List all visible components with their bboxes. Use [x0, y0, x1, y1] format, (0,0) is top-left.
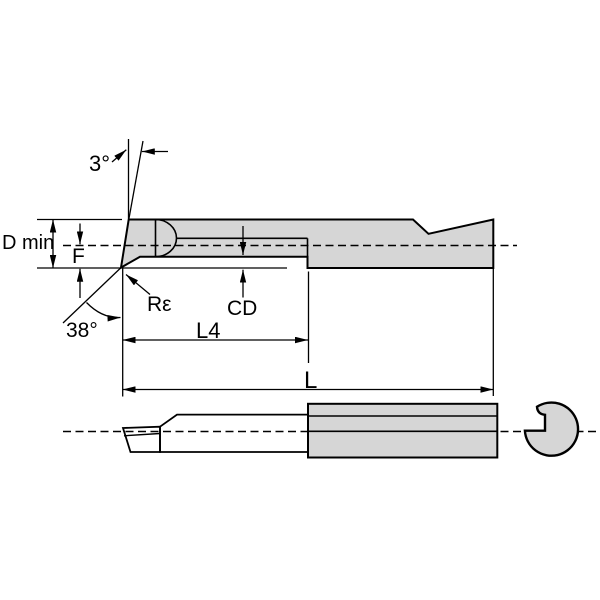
plan-tip-edge-line: [123, 432, 161, 437]
corner-radius-leader-arrow: [125, 274, 151, 295]
angle-38deg-arc-arrow: [86, 302, 121, 322]
label-reach-length: L4: [196, 318, 220, 343]
end-view-circle-with-flat-notch: [523, 401, 580, 457]
profile-view: [63, 218, 517, 270]
label-overall-length: L: [304, 367, 317, 394]
angle-38deg-flank-line: [62, 267, 122, 324]
label-front-angle: 38°: [66, 319, 98, 342]
plan-cutting-tip: [121, 425, 161, 453]
label-min-bore: D min: [2, 232, 54, 254]
front-face-extension-line: [128, 140, 144, 220]
plan-neck: [159, 413, 309, 453]
dimension-annotations: 3° D min F Rε 38° CD L4 L: [2, 139, 494, 397]
angle-3deg-leader-arrow: [111, 149, 127, 163]
label-corner-radius: Rε: [147, 293, 172, 316]
shank-end-view: [523, 401, 580, 457]
label-tip-offset: F: [72, 245, 85, 268]
label-lead-angle: 3°: [89, 151, 110, 176]
plan-view: [63, 402, 598, 459]
label-cutting-depth: CD: [227, 297, 257, 320]
